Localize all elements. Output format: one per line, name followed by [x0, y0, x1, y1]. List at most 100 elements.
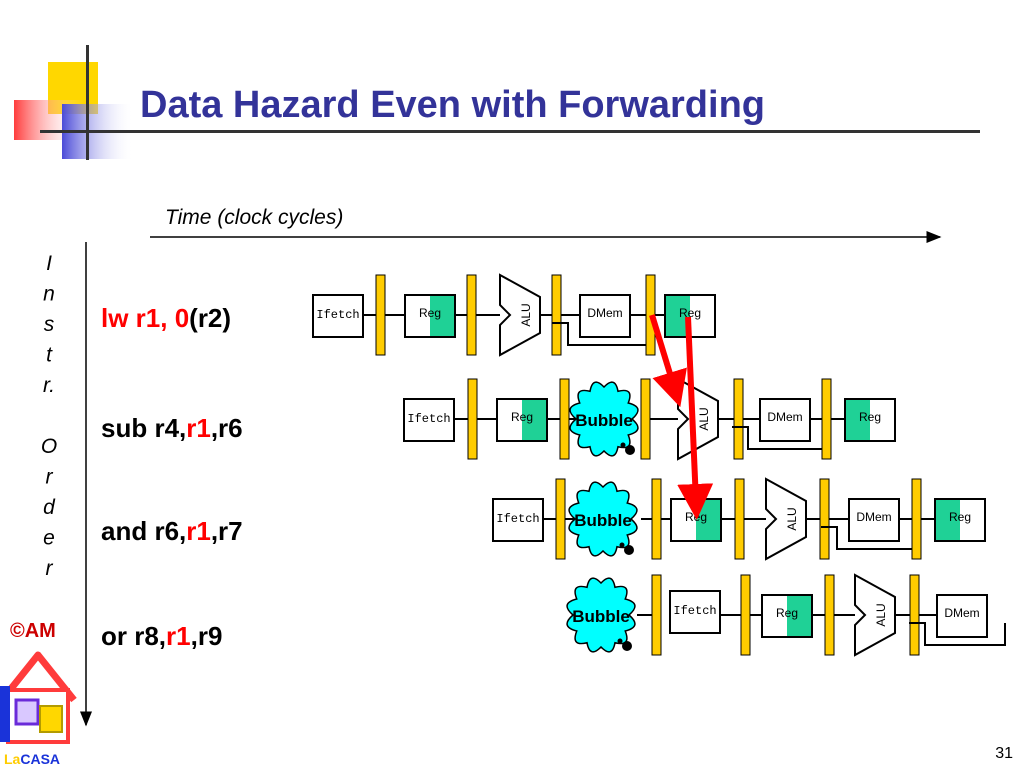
order-letter: s — [44, 313, 55, 336]
reg-label: Reg — [511, 410, 533, 424]
instruction-part: or r8, — [101, 621, 166, 651]
pipeline-latch — [651, 478, 662, 560]
instruction-part: r1 — [186, 516, 211, 546]
ifetch-stage — [403, 398, 455, 442]
order-letter: I — [46, 252, 52, 275]
instruction-lw: lw r1, 0(r2) — [101, 303, 231, 333]
reg-label: Reg — [419, 306, 441, 320]
dmem-label: DMem — [856, 510, 891, 524]
alu-label: ALU — [697, 407, 711, 430]
pipeline-latch — [740, 574, 751, 656]
alu-stage — [499, 273, 541, 357]
ifetch-stage — [312, 294, 364, 338]
logo-brand-prefix: La — [4, 751, 21, 767]
reg-stage — [761, 594, 813, 638]
ifetch-stage — [492, 498, 544, 542]
pipeline-latch — [911, 478, 922, 560]
instruction-or: or r8,r1,r9 — [101, 621, 222, 651]
instruction-part: sub r4, — [101, 413, 186, 443]
reg-label: Reg — [949, 510, 971, 524]
slide-title: Data Hazard Even with Forwarding — [140, 84, 765, 126]
page-number: 31 — [995, 745, 1013, 762]
pipeline-latch — [819, 478, 830, 560]
reg-label: Reg — [685, 510, 707, 524]
dmem-label: DMem — [587, 306, 622, 320]
instruction-part: lw r1, 0 — [101, 303, 189, 333]
pipeline-row-and: Ifetch Bubble Reg ALU DMem Reg — [492, 477, 986, 561]
instruction-part: r1 — [186, 413, 211, 443]
instruction-part: r1 — [166, 621, 191, 651]
bubble-label: Bubble — [575, 411, 633, 430]
ifetch-stage — [669, 590, 721, 634]
order-letter: n — [43, 283, 55, 306]
dmem-stage — [579, 294, 631, 338]
forwarding-arrows — [649, 314, 714, 520]
dmem-stage — [936, 594, 988, 638]
alu-stage — [677, 377, 719, 461]
pipeline-latch — [375, 274, 386, 356]
order-letter: d — [43, 496, 56, 519]
instruction-part: ,r9 — [191, 621, 223, 651]
pipeline-row-lw: Ifetch Reg ALU DMem Reg — [312, 273, 716, 357]
order-letter: r — [46, 466, 54, 489]
dmem-stage — [759, 398, 811, 442]
lacasa-logo: LaCASA — [0, 651, 77, 767]
ifetch-label: Ifetch — [496, 512, 539, 526]
pipeline-latch — [733, 378, 744, 460]
pipeline-latch — [734, 478, 745, 560]
pipeline-latch — [466, 274, 477, 356]
bubble-label: Bubble — [574, 511, 632, 530]
order-letter: t — [46, 344, 53, 367]
pipeline-latch — [559, 378, 570, 460]
order-letter: r. — [43, 374, 55, 397]
forward-arrow-to-sub — [649, 314, 687, 408]
instruction-part: (r2) — [189, 303, 231, 333]
alu-label: ALU — [874, 603, 888, 626]
bubble-stall: Bubble — [569, 381, 639, 457]
pipeline-latch — [824, 574, 835, 656]
ifetch-label: Ifetch — [673, 604, 716, 618]
reg-stage — [934, 498, 986, 542]
dmem-label: DMem — [767, 410, 802, 424]
reg-label: Reg — [859, 410, 881, 424]
dmem-stage — [848, 498, 900, 542]
pipeline-latch — [551, 274, 562, 356]
title-decoration — [14, 45, 980, 160]
instruction-part: ,r6 — [211, 413, 243, 443]
alu-label: ALU — [519, 303, 533, 326]
dmem-label: DMem — [944, 606, 979, 620]
time-axis-label: Time (clock cycles) — [165, 206, 343, 229]
forward-arrow-to-and — [677, 316, 714, 520]
order-letter: O — [41, 435, 57, 458]
alu-stage — [765, 477, 807, 561]
reg-stage — [844, 398, 896, 442]
reg-stage — [664, 294, 716, 338]
svg-text:LaCASA: LaCASA — [4, 751, 60, 767]
pipeline-latch — [555, 478, 566, 560]
reg-label: Reg — [679, 306, 701, 320]
bubble-stall: Bubble — [568, 481, 638, 557]
copyright-label: ©AM — [10, 620, 56, 642]
ifetch-label: Ifetch — [407, 412, 450, 426]
pipeline-latch — [651, 574, 662, 656]
reg-stage — [404, 294, 456, 338]
pipeline-row-sub: Ifetch Reg Bubble ALU DMem Reg — [403, 377, 896, 461]
pipeline-latch — [467, 378, 478, 460]
instruction-part: and r6, — [101, 516, 186, 546]
pipeline-latch — [909, 574, 920, 656]
pipeline-latch — [640, 378, 651, 460]
ifetch-label: Ifetch — [316, 308, 359, 322]
reg-stage — [496, 398, 548, 442]
pipeline-latch — [821, 378, 832, 460]
bubble-label: Bubble — [572, 607, 630, 626]
order-letter: r — [46, 557, 54, 580]
instruction-part: ,r7 — [211, 516, 243, 546]
alu-label: ALU — [785, 507, 799, 530]
instruction-and: and r6,r1,r7 — [101, 516, 243, 546]
bubble-stall: Bubble — [566, 577, 636, 653]
